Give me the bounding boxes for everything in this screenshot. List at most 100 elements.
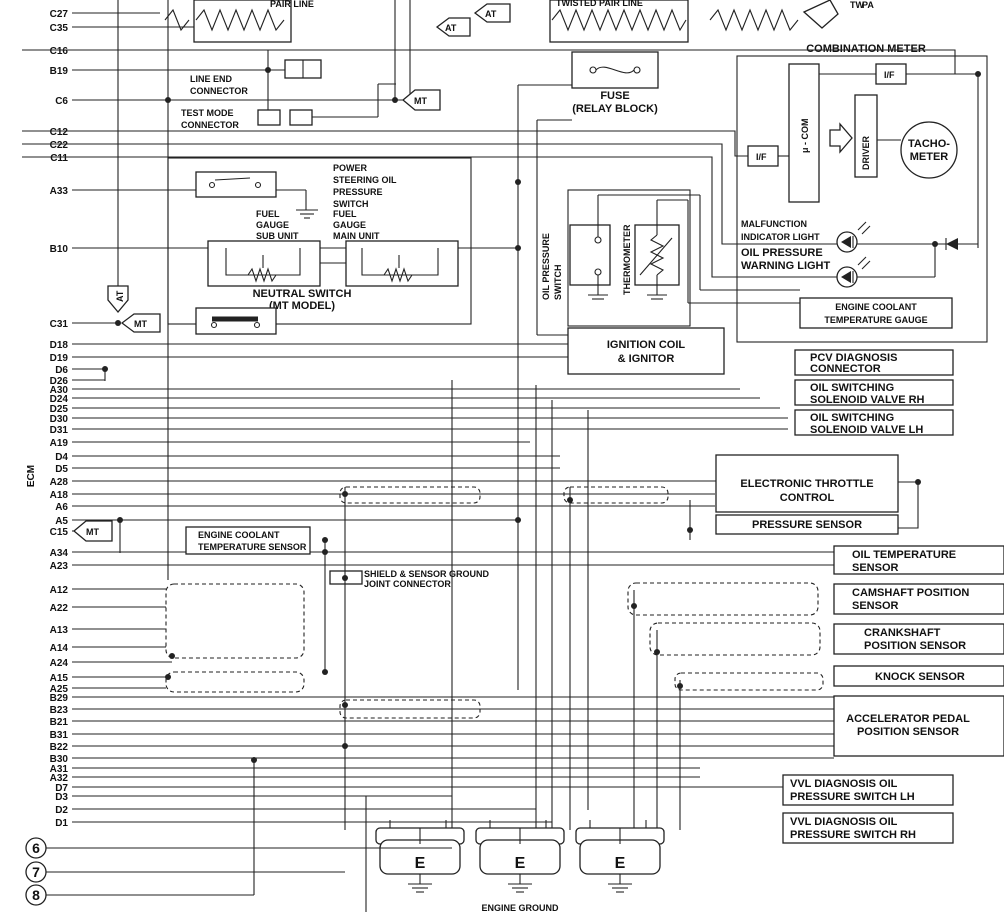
engine-ground-label: ENGINE GROUND — [481, 903, 559, 912]
tw-label: TW — [850, 0, 864, 10]
svg-text:MT: MT — [134, 319, 147, 329]
fg-sub-1: FUEL — [256, 209, 280, 219]
pressure-sensor-label: PRESSURE SENSOR — [752, 519, 862, 531]
pin-label-b21: B21 — [50, 717, 69, 728]
pin-label-d3: D3 — [55, 792, 68, 803]
coolant-sensor-label-1: ENGINE COOLANT — [198, 530, 280, 540]
junction-dots — [102, 67, 693, 763]
neutral-switch-label-2: (MT MODEL) — [269, 300, 335, 312]
ucom-label: μ - COM — [800, 118, 810, 153]
pin-label-d19: D19 — [50, 353, 69, 364]
pin-label-a15: A15 — [50, 673, 69, 684]
test-mode-label-1: TEST MODE — [181, 108, 234, 118]
svg-text:E: E — [515, 855, 526, 872]
ignition-label-1: IGNITION COIL — [607, 339, 686, 351]
pin-label-b10: B10 — [50, 244, 69, 255]
ps-label-1: POWER — [333, 163, 368, 173]
svg-text:E: E — [615, 855, 626, 872]
pcv-label-2: CONNECTOR — [810, 363, 881, 375]
svg-text:MT: MT — [414, 96, 427, 106]
at-arrow-c31: AT — [107, 285, 129, 314]
fuse-label-2: (RELAY BLOCK) — [572, 103, 658, 115]
neutral-switch-label-1: NEUTRAL SWITCH — [253, 288, 352, 300]
pin-label-a28: A28 — [50, 477, 69, 488]
pair-line-label: PAIR LINE — [270, 0, 314, 9]
fuse-label-1: FUSE — [600, 90, 629, 102]
pin-label-b29: B29 — [50, 693, 69, 704]
oil-thermo-group — [567, 189, 691, 327]
pin-label-d31: D31 — [50, 425, 69, 436]
pin-label-a31: A31 — [50, 764, 69, 775]
mt-arrow-c31: MT — [120, 313, 161, 333]
fg-sub-3: SUB UNIT — [256, 231, 299, 241]
ignition-coil-box — [567, 327, 725, 375]
test-mode-label-2: CONNECTOR — [181, 120, 239, 130]
fg-main-3: MAIN UNIT — [333, 231, 380, 241]
engine-ground-block-2: E — [475, 820, 565, 893]
pin-label-d26: D26 — [50, 376, 69, 387]
pin-label-b23: B23 — [50, 705, 69, 716]
pin-label-c35: C35 — [50, 23, 69, 34]
pin-label-a25: A25 — [50, 684, 69, 695]
knock-label: KNOCK SENSOR — [875, 671, 965, 683]
fuel-neutral-group — [167, 157, 472, 325]
pcv-diagnosis-connector — [794, 349, 954, 376]
oil-temperature-sensor — [833, 545, 1004, 575]
pin-label-a14: A14 — [50, 643, 69, 654]
pin-label-c15: C15 — [50, 527, 69, 538]
pin-label-a19: A19 — [50, 438, 69, 449]
camshaft-position-sensor — [833, 583, 1004, 615]
oil-sw-rh-1: OIL SWITCHING — [810, 382, 894, 394]
ps-label-4: SWITCH — [333, 199, 369, 209]
svg-text:6: 6 — [32, 840, 40, 856]
at-arrow-top-1: AT — [435, 17, 471, 37]
ops-label-2: SWITCH — [553, 265, 563, 301]
tacho-label-1: TACHO- — [908, 138, 950, 150]
pin-label-c22: C22 — [50, 140, 69, 151]
accel-label-2: POSITION SENSOR — [857, 726, 959, 738]
mt-arrow-c15: MT — [72, 520, 113, 542]
pa-label: PA — [862, 0, 874, 10]
oil-temp-label-1: OIL TEMPERATURE — [852, 549, 956, 561]
arrow-to-driver — [829, 122, 853, 154]
coolant-sensor-label-2: TEMPERATURE SENSOR — [198, 542, 307, 552]
fuel-gauge-sub-unit — [207, 240, 321, 287]
driver-label: DRIVER — [861, 135, 871, 170]
shielded-cables — [165, 486, 824, 719]
ops-label-1: OIL PRESSURE — [541, 233, 551, 300]
throttle-label-1: ELECTRONIC THROTTLE — [740, 478, 873, 490]
circled-number-7: 7 — [25, 861, 345, 883]
diode — [946, 238, 958, 250]
power-steering-switch — [195, 171, 277, 198]
combination-meter-label: COMBINATION METER — [806, 43, 926, 55]
pin-label-c31: C31 — [50, 319, 69, 330]
pin-label-a5: A5 — [55, 516, 68, 527]
pressure-sensor — [715, 514, 899, 535]
ps-label-2: STEERING OIL — [333, 175, 397, 185]
pin-label-a18: A18 — [50, 490, 69, 501]
oil-sw-rh-2: SOLENOID VALVE RH — [810, 394, 925, 406]
pin-label-d30: D30 — [50, 414, 69, 425]
line-end-connector-label-2: CONNECTOR — [190, 86, 248, 96]
pin-label-c6: C6 — [55, 96, 68, 107]
ecm-label: ECM — [26, 465, 37, 487]
accelerator-pedal-position-sensor — [833, 695, 1004, 757]
malfunction-label-2: INDICATOR LIGHT — [741, 232, 820, 242]
if-label-left: I/F — [756, 152, 767, 162]
pin-label-a30: A30 — [50, 385, 69, 396]
oil-switching-solenoid-rh — [794, 379, 954, 406]
circled-number-6: 6 — [25, 837, 452, 859]
svg-text:AT: AT — [485, 9, 497, 19]
accel-label-1: ACCELERATOR PEDAL — [846, 713, 970, 725]
vvl-rh-label-1: VVL DIAGNOSIS OIL — [790, 816, 898, 828]
crankshaft-position-sensor — [833, 623, 1004, 655]
coolant-gauge-label-2: TEMPERATURE GAUGE — [824, 315, 927, 325]
malfunction-label-1: MALFUNCTION — [741, 219, 807, 229]
vvl-pressure-switch-lh — [782, 774, 954, 806]
twisted-pair-line-label: TWISTED PAIR LINE — [556, 0, 643, 8]
pin-label-d4: D4 — [55, 452, 68, 463]
oil-sw-lh-2: SOLENOID VALVE LH — [810, 424, 923, 436]
tacho-label-2: METER — [910, 151, 949, 163]
